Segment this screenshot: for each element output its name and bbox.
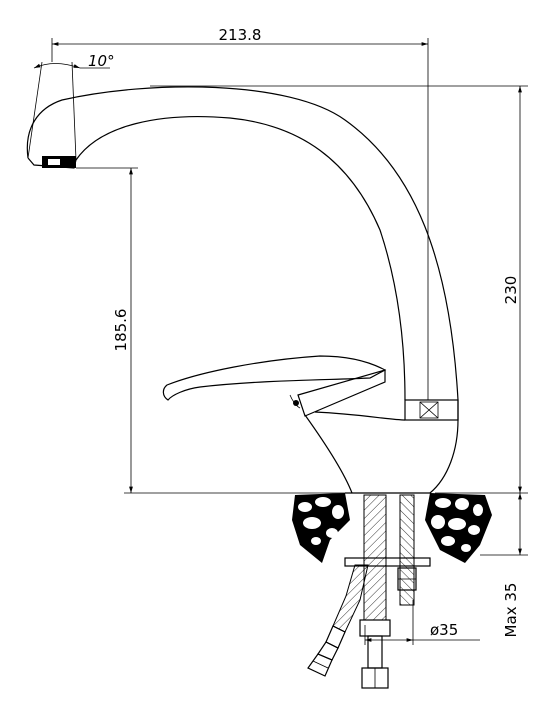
dim-hole-diameter [364,600,480,645]
dim-width-label: 213.8 [219,26,262,44]
dim-overall-height [150,85,528,494]
dim-spout-height-label: 185.6 [112,309,130,352]
dim-height-label: 230 [502,276,520,305]
dim-angle-label: 10° [88,52,115,70]
dim-spout-angle [27,61,110,161]
countertop-section [292,493,492,563]
dim-max-thickness [480,493,528,556]
dim-max-thickness-label: Max 35 [502,583,520,638]
dim-diameter-label: ø35 [430,621,458,639]
dim-overall-width [51,38,429,400]
mounting-hardware [307,494,431,689]
faucet-body [26,86,459,494]
dim-spout-height [76,167,345,494]
